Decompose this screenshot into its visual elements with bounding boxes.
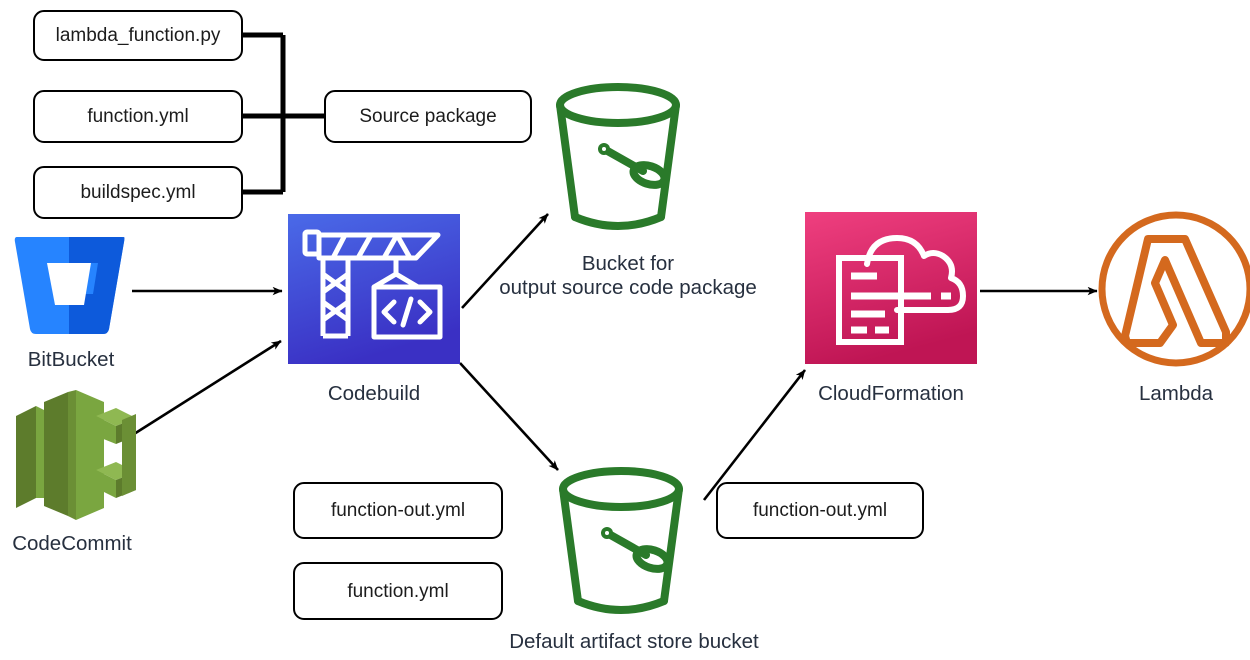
codecommit-icon[interactable] — [12, 390, 140, 520]
cfn-input-file-box[interactable]: function-out.yml — [716, 482, 924, 539]
artifact-file-box[interactable]: function-out.yml — [293, 482, 503, 539]
cfn-input-file-label: function-out.yml — [752, 500, 888, 521]
source-package-box[interactable]: Source package — [324, 90, 532, 143]
artifact-bucket-label: Default artifact store bucket — [509, 630, 759, 653]
artifact-file-label: function.yml — [347, 580, 449, 602]
lambda-icon[interactable] — [1097, 210, 1250, 368]
source-file-box[interactable]: lambda_function.py — [33, 10, 243, 61]
s3-bucket-icon[interactable] — [551, 462, 691, 627]
source-file-label: lambda_function.py — [55, 25, 221, 46]
codebuild-label: Codebuild — [327, 382, 421, 405]
lambda-label: Lambda — [1138, 382, 1214, 405]
source-file-box[interactable]: buildspec.yml — [33, 166, 243, 219]
edge-codecommit-to-codebuild — [133, 339, 282, 436]
bitbucket-icon[interactable] — [10, 233, 128, 338]
source-package-label: Source package — [359, 106, 497, 127]
cloudformation-label: CloudFormation — [818, 382, 964, 405]
edge-codebuild-to-artifact-bucket — [459, 362, 559, 471]
source-file-box[interactable]: function.yml — [33, 90, 243, 143]
cloudformation-icon[interactable] — [805, 212, 977, 364]
codecommit-label: CodeCommit — [12, 532, 132, 555]
source-bucket-label: Bucket for output source code package — [499, 252, 757, 300]
artifact-file-box[interactable]: function.yml — [293, 562, 503, 620]
artifact-file-label: function-out.yml — [330, 500, 466, 521]
source-files-bracket — [242, 32, 324, 195]
source-file-label: buildspec.yml — [80, 182, 196, 203]
s3-bucket-icon[interactable] — [548, 78, 688, 243]
source-file-label: function.yml — [87, 106, 189, 127]
edge-artifact-bucket-to-cloudformation — [702, 369, 807, 501]
codebuild-icon[interactable] — [288, 214, 460, 364]
bitbucket-label: BitBucket — [27, 348, 115, 371]
